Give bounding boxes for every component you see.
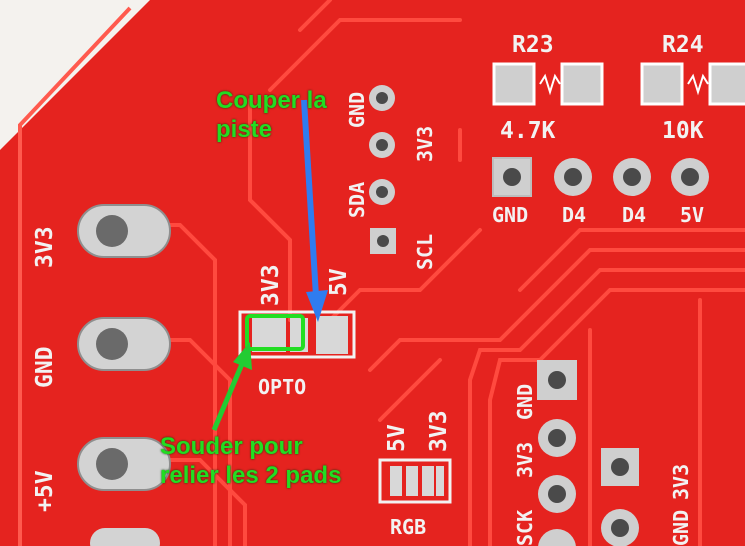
cut-annotation: Couper la piste <box>216 86 327 144</box>
rgb-jumper-outline <box>378 458 452 504</box>
i2c-label-sda: SDA <box>345 182 369 218</box>
header-top-label-gnd: GND <box>492 203 528 227</box>
rgb-pads <box>390 466 444 496</box>
cut-arrow <box>301 99 319 297</box>
opto-pad-right <box>316 316 348 354</box>
right-header-label-3v3: 3V3 <box>669 464 693 500</box>
rgb-label-5v: 5V <box>384 424 410 452</box>
header-top-label-5v: 5V <box>680 203 704 227</box>
resistor-value-r24: 10K <box>662 118 704 144</box>
opto-label-3v3: 3V3 <box>258 264 284 306</box>
header-top-pads <box>492 157 709 197</box>
opto-label-name: OPTO <box>258 375 306 399</box>
solder-highlight-box <box>245 314 305 351</box>
left-pad-label-gnd: GND <box>32 346 58 388</box>
solder-arrow <box>211 363 245 431</box>
right-header-pads <box>601 448 639 546</box>
header-top-label-d4b: D4 <box>622 203 646 227</box>
header-top-label-d4a: D4 <box>562 203 586 227</box>
resistor-ref-r24: R24 <box>662 32 704 58</box>
i2c-pads <box>369 85 396 254</box>
i2c-label-gnd: GND <box>345 92 369 128</box>
board-edge <box>18 6 132 546</box>
opto-pad-middle <box>290 318 308 352</box>
solder-annotation-line1: Souder pour <box>160 433 303 460</box>
opto-pad-left <box>252 318 286 352</box>
i2c-label-scl: SCL <box>413 234 437 270</box>
cut-annotation-line2: piste <box>216 116 273 143</box>
opto-label-5v: 5V <box>326 268 352 296</box>
i2c-label-3v3: 3V3 <box>413 126 437 162</box>
resistor-pads <box>492 62 745 106</box>
resistor-ref-r23: R23 <box>512 32 554 58</box>
spi-pads <box>537 360 577 546</box>
left-pads <box>77 204 171 546</box>
resistor-value-r23: 4.7K <box>500 118 556 144</box>
rgb-label-3v3: 3V3 <box>426 410 452 452</box>
solder-arrow-head <box>233 342 252 370</box>
left-pad-label-5v: +5V <box>32 470 58 512</box>
spi-label-3v3: 3V3 <box>513 442 537 478</box>
spi-label-sck: SCK <box>513 510 537 546</box>
cut-annotation-line1: Couper la <box>216 87 327 114</box>
solder-annotation-line2: relier les 2 pads <box>160 462 342 489</box>
right-header-label-gnd: GND <box>669 510 693 546</box>
opto-jumper-outline <box>238 310 356 359</box>
copper-traces <box>148 0 745 546</box>
solder-annotation: Souder pour relier les 2 pads <box>160 432 341 490</box>
left-pad-label-3v3: 3V3 <box>32 226 58 268</box>
spi-label-gnd: GND <box>513 384 537 420</box>
rgb-label-name: RGB <box>390 515 426 539</box>
cut-arrow-head <box>306 290 328 322</box>
